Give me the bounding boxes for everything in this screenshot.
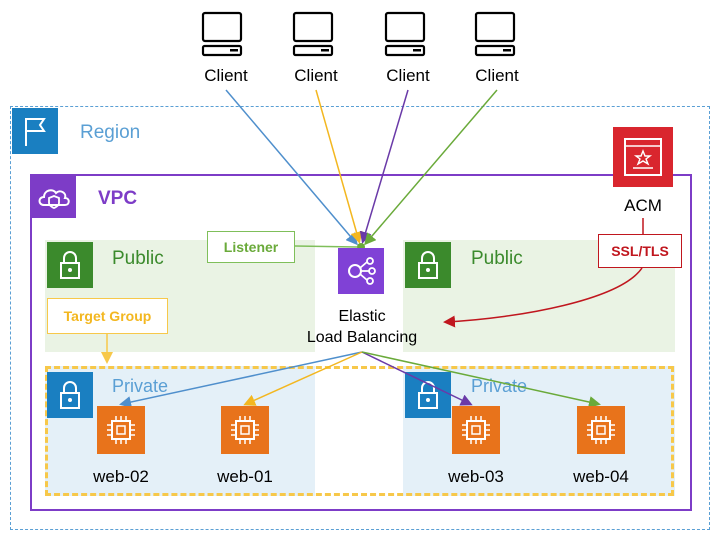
elb-label-line2: Load Balancing [306, 329, 418, 346]
listener-label: Listener [207, 231, 295, 263]
lock-icon [47, 372, 93, 418]
region-boundary [10, 106, 710, 530]
client-label: Client [204, 66, 248, 85]
ssl-tls-label: SSL/TLS [598, 234, 682, 268]
load-balancer-icon [338, 248, 384, 294]
target-group-boundary [45, 366, 674, 496]
lock-icon [47, 242, 93, 288]
client-label: Client [386, 66, 430, 85]
instance-label: web-02 [93, 467, 149, 486]
lock-icon [405, 372, 451, 418]
public-subnet-right-label: Public [471, 248, 523, 269]
public-subnet-left-label: Public [112, 248, 164, 269]
client-computer-icon [473, 10, 517, 63]
vpc-label: VPC [98, 188, 138, 209]
client-computer-icon [200, 10, 244, 63]
acm-label: ACM [624, 196, 662, 215]
lock-icon [405, 242, 451, 288]
private-subnet-right-label: Private [471, 376, 528, 396]
vpc-cloud-shield-icon [32, 176, 76, 218]
instance-label: web-04 [573, 467, 629, 486]
ec2-instance-icon [577, 406, 625, 454]
ec2-instance-icon [221, 406, 269, 454]
ec2-instance-icon [452, 406, 500, 454]
ec2-instance-icon [97, 406, 145, 454]
instance-label: web-03 [448, 467, 504, 486]
flag-icon [12, 108, 58, 154]
client-computer-icon [291, 10, 335, 63]
acm-certificate-icon [613, 127, 673, 187]
client-label: Client [475, 66, 519, 85]
target-group-label: Target Group [47, 298, 168, 334]
region-label: Region [80, 122, 141, 143]
elb-label-line1: Elastic [338, 308, 386, 325]
vpc-boundary [30, 174, 692, 511]
client-label: Client [294, 66, 338, 85]
client-computer-icon [383, 10, 427, 63]
elb-label: Elastic Load Balancing [290, 306, 434, 348]
private-subnet-left-label: Private [112, 376, 169, 396]
instance-label: web-01 [217, 467, 273, 486]
